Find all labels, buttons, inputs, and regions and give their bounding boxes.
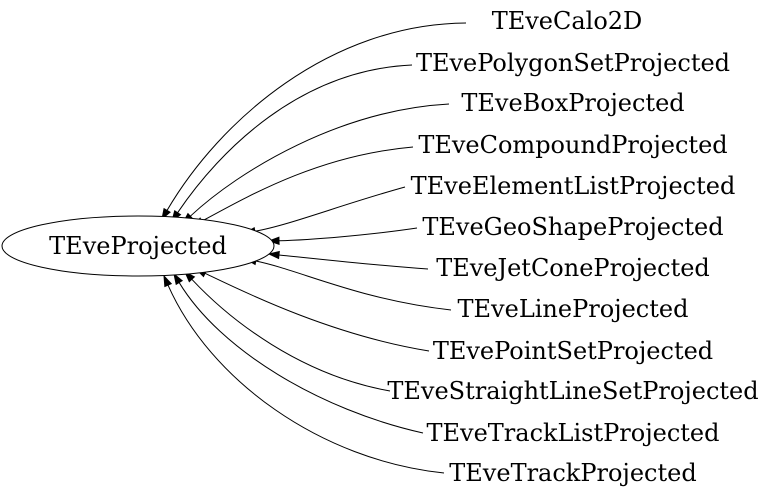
child-node-tevepointsetprojected: TEvePointSetProjected (433, 337, 713, 365)
edge-tevepointsetprojected (204, 272, 430, 352)
child-node-tevejetconeprojected: TEveJetConeProjected (436, 254, 710, 282)
arrowhead-tevetrackprojected (163, 274, 173, 288)
edge-tevelineprojected (255, 260, 452, 311)
edge-tevecompoundprojected (201, 146, 414, 222)
child-node-tevelineprojected: TEveLineProjected (458, 295, 689, 323)
root-node: TEveProjected (1, 215, 275, 277)
child-node-teveelementlistprojected: TEveElementListProjected (411, 172, 736, 200)
arrowhead-tevegeoshapeprojected (267, 236, 280, 245)
child-node-tevestraightlinesetprojected: TEveStraightLineSetProjected (387, 377, 758, 405)
edge-tevejetconeprojected (278, 254, 429, 270)
edge-teveelementlistprojected (254, 186, 406, 232)
root-node-ellipse (1, 215, 275, 277)
child-node-tevepolygonsetprojected: TEvePolygonSetProjected (416, 49, 730, 77)
edge-tevetrackprojected (167, 284, 445, 474)
child-node-tevecompoundprojected: TEveCompoundProjected (418, 131, 727, 159)
edge-tevepolygonsetprojected (177, 64, 413, 213)
child-node-tevegeoshapeprojected: TEveGeoShapeProjected (422, 213, 723, 241)
edge-teveboxprojected (189, 103, 450, 217)
edge-tevecalo2d (166, 22, 467, 211)
edge-tevetracklistprojected (178, 282, 424, 434)
child-node-tevetracklistprojected: TEveTrackListProjected (426, 419, 719, 447)
root-node-label: TEveProjected (49, 232, 227, 260)
child-node-tevecalo2d: TEveCalo2D (492, 7, 643, 35)
child-nodes-group: TEveCalo2D TEvePolygonSetProjectedTEveBox… (387, 7, 758, 487)
child-node-teveboxprojected: TEveBoxProjected (461, 89, 684, 117)
edge-tevestraightlinesetprojected (191, 278, 391, 392)
arrowhead-tevetracklistprojected (173, 272, 184, 286)
arrowhead-tevejetconeprojected (267, 250, 280, 260)
child-node-tevetrackprojected: TEveTrackProjected (449, 459, 696, 487)
edge-tevegeoshapeprojected (278, 227, 418, 242)
